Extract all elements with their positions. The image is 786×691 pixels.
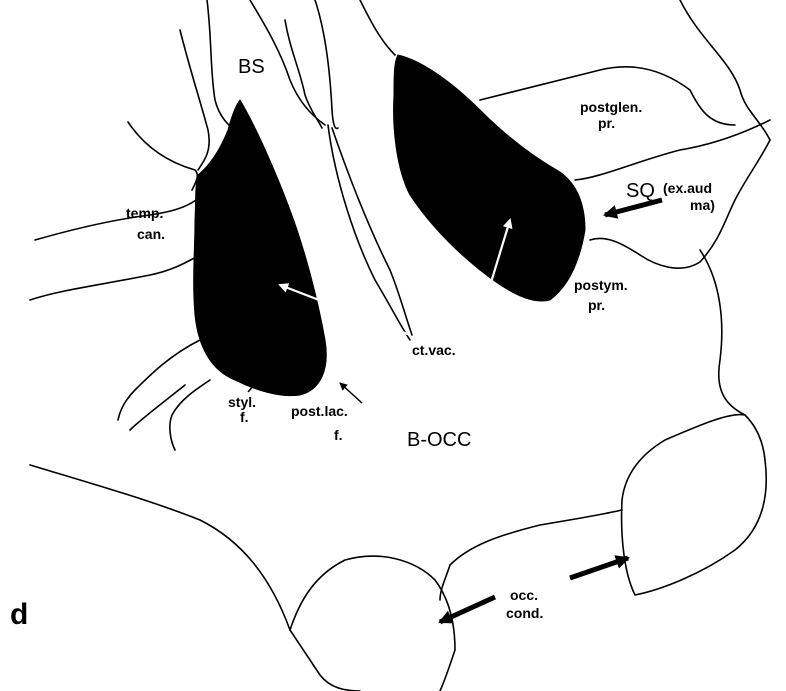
label-styl-1: styl.	[228, 394, 256, 410]
label-ctvac: ct.vac.	[412, 342, 456, 358]
label-temp-1: temp.	[126, 205, 163, 221]
label-postlac-2: f.	[334, 427, 343, 443]
label-occ-1: occ.	[510, 587, 538, 603]
label-postym-1: postym.	[574, 277, 628, 293]
label-postglen-2: pr.	[598, 115, 615, 131]
outline-bs-strand-3	[315, 0, 338, 128]
label-sq-3: ma)	[690, 197, 715, 213]
left-black-region	[194, 100, 327, 396]
right-black-region	[394, 55, 585, 301]
label-temp-2: can.	[137, 226, 165, 242]
panel-letter: d	[10, 598, 28, 631]
outline-condyle-left-base	[290, 630, 360, 691]
outline-bottom-shelf	[30, 465, 290, 630]
outline-lower-left-2	[170, 380, 210, 450]
label-postlac-1: post.lac.	[291, 403, 348, 419]
outline-condyle-left	[290, 556, 455, 691]
label-sq-2: (ex.aud	[663, 180, 712, 196]
label-postym-2: pr.	[588, 297, 605, 313]
outline-top-left-2	[180, 30, 209, 170]
outline-lower-left-1	[118, 340, 200, 420]
outline-condyle-right	[622, 415, 767, 595]
outline-right-mid	[590, 140, 770, 268]
outline-left-1	[128, 122, 197, 190]
outline-left-3	[30, 255, 200, 300]
label-sq: SQ	[626, 180, 655, 202]
postlac-arrow	[340, 383, 362, 403]
outline-mid-right	[360, 0, 395, 55]
labels: BS postglen. pr. SQ (ex.aud ma) temp. ca…	[10, 56, 715, 631]
outline-left-2	[35, 200, 196, 240]
label-occ-2: cond.	[506, 605, 543, 621]
label-bocc: B-OCC	[407, 429, 471, 451]
label-postglen-1: postglen.	[580, 99, 642, 115]
label-styl-2: f.	[240, 409, 249, 425]
outline-right-edge	[700, 250, 745, 415]
occ-arrow-left	[440, 597, 495, 622]
outline-right-upper	[680, 0, 770, 140]
outline-bs-strand-2	[285, 20, 322, 128]
occ-arrow-right	[570, 558, 628, 578]
black-regions	[194, 55, 585, 396]
label-bs: BS	[238, 56, 265, 78]
sq-arrow	[605, 200, 662, 215]
